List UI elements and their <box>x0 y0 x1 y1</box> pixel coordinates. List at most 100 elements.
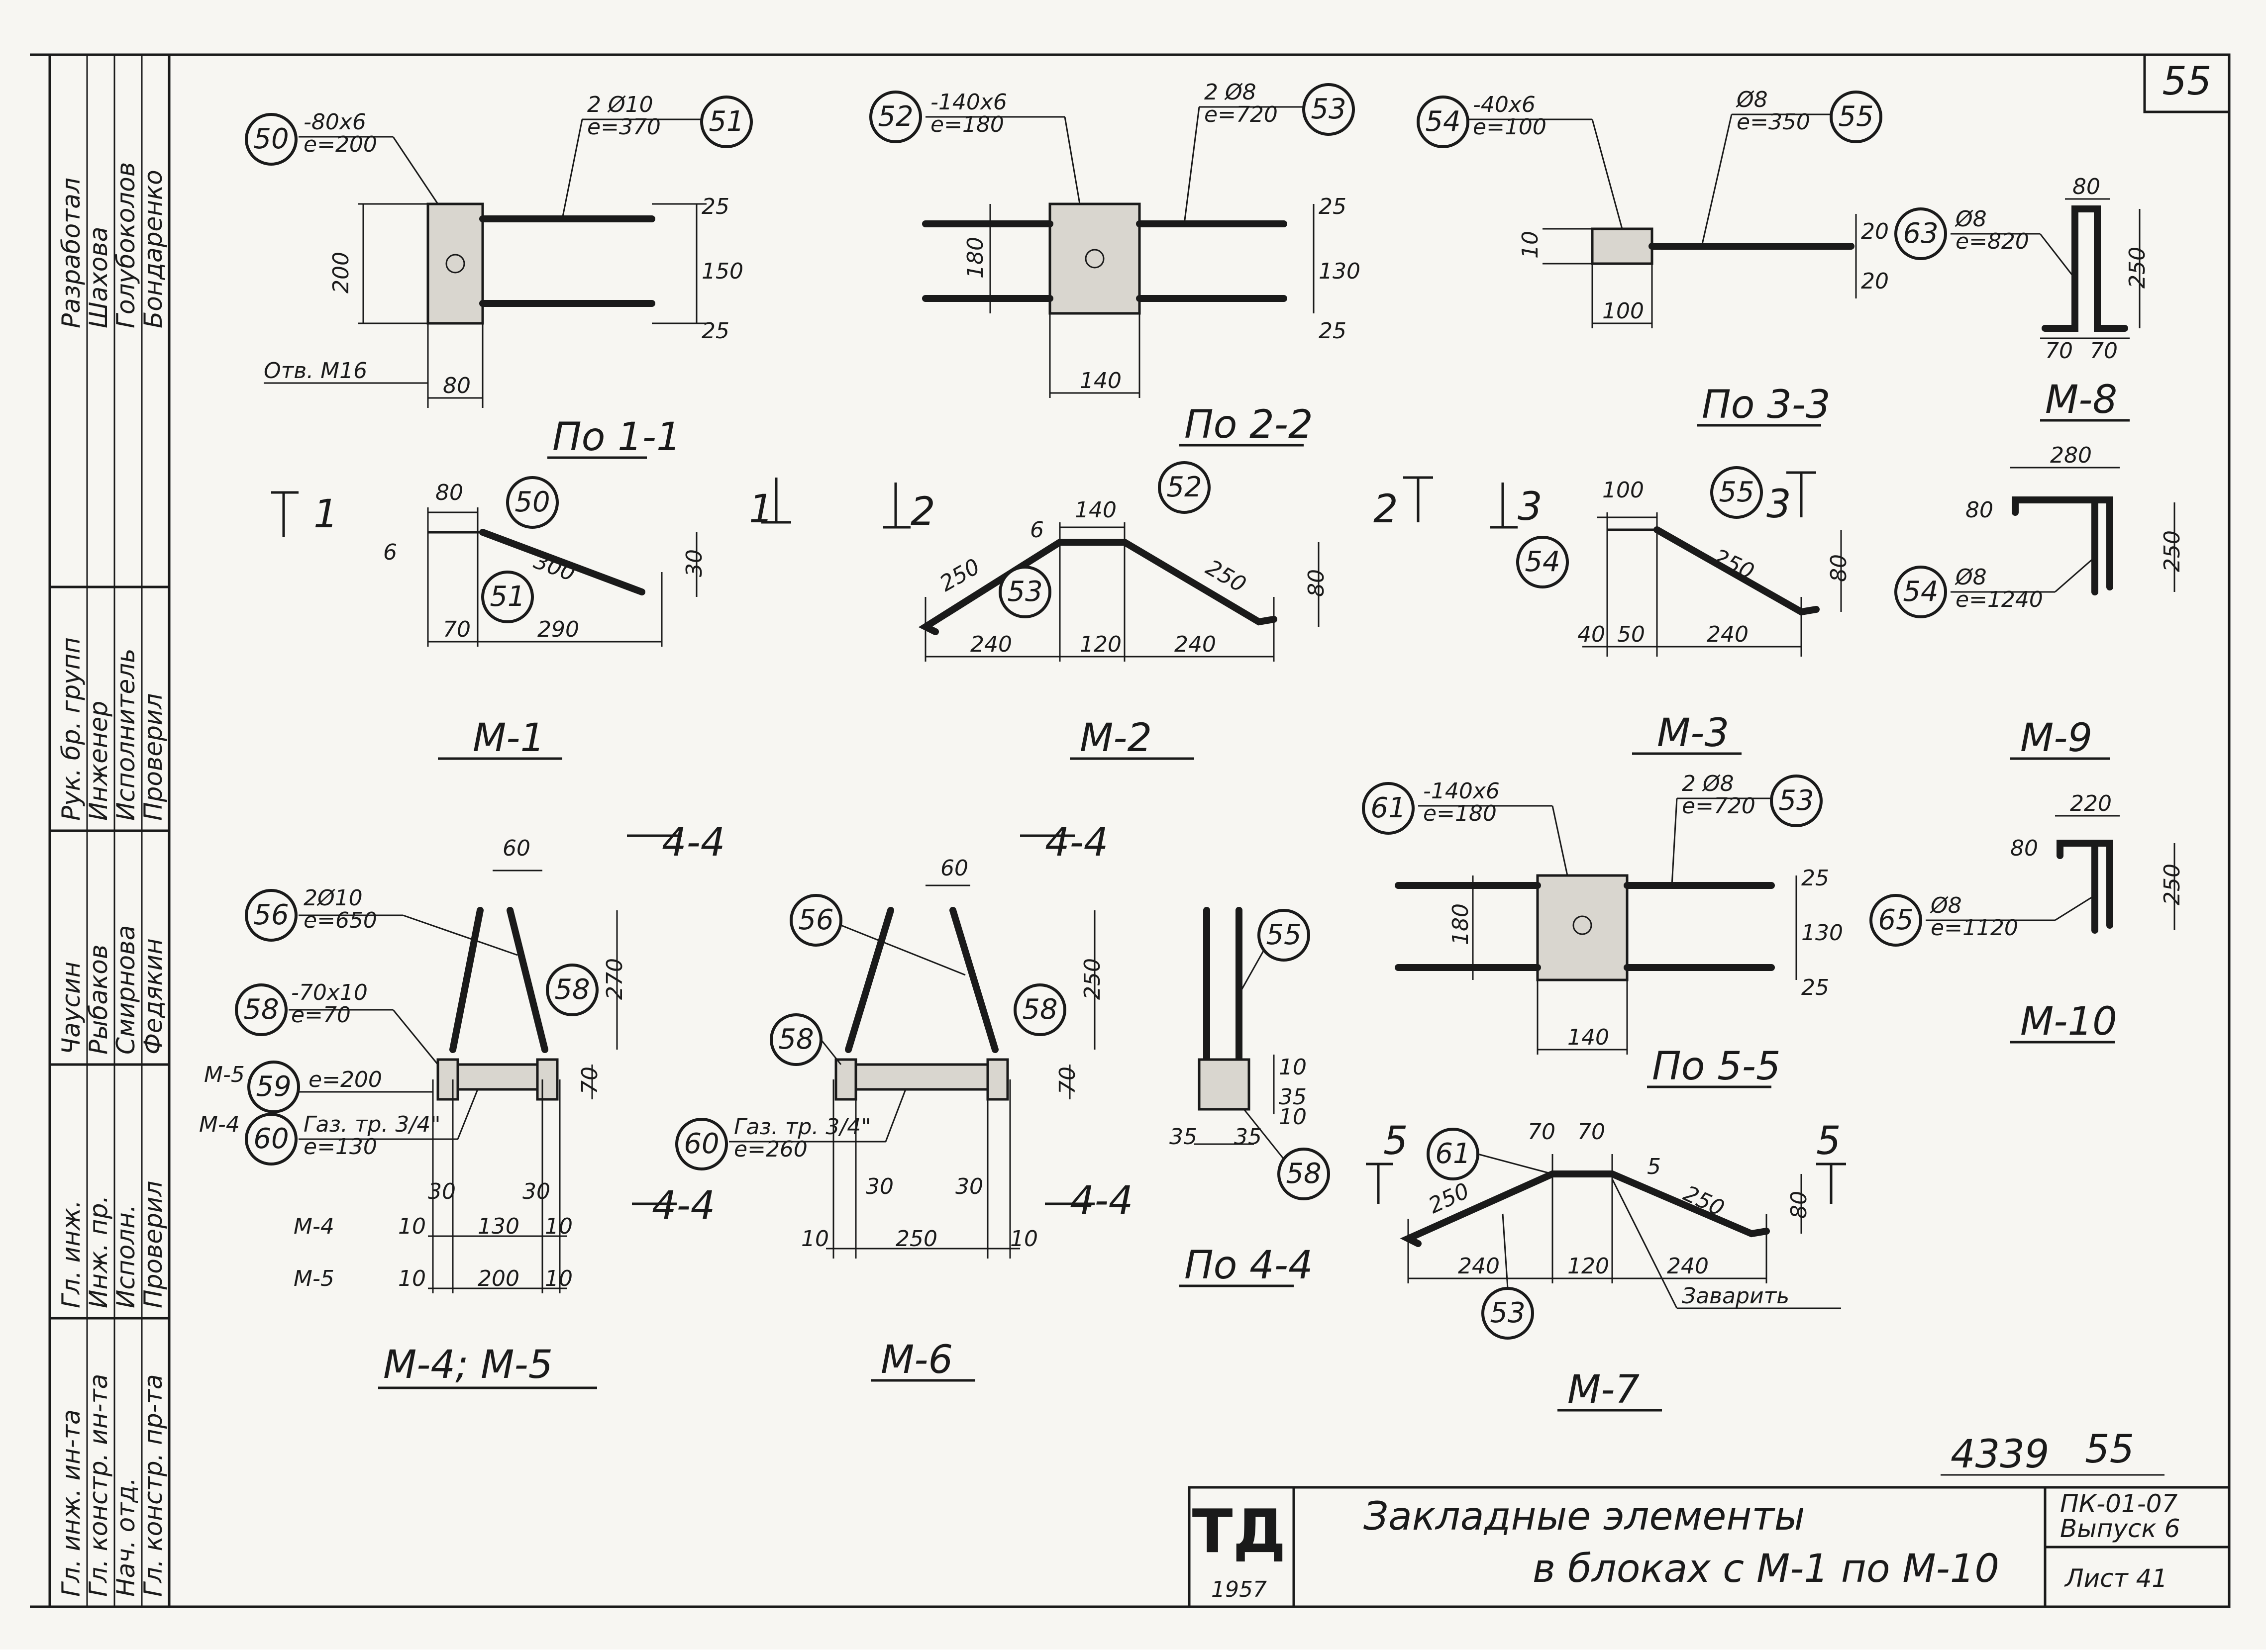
spec: e=180 <box>930 112 1004 137</box>
mark-circle-label: 58 <box>243 993 279 1026</box>
mark-circle-label: 55 <box>1838 100 1873 133</box>
dim: 30 <box>428 1179 456 1204</box>
dim: 250 <box>2160 864 2185 905</box>
dim: 200 <box>478 1266 519 1291</box>
plate-54 <box>1591 227 1653 265</box>
sheet-label: Лист 41 <box>2064 1564 2167 1593</box>
mark-circle-label: 56 <box>798 904 833 936</box>
col-text: Гл. инж. <box>57 1200 86 1308</box>
dim: 25 <box>1319 194 1346 219</box>
bar-51-side <box>479 529 645 595</box>
spec: Ø8 <box>1930 893 1962 918</box>
spec: e=1120 <box>1931 915 2018 941</box>
doc-number: 55 <box>2085 1427 2134 1472</box>
cut-label: 4-4 <box>652 1183 715 1228</box>
spec: 2Ø10 <box>304 885 363 911</box>
hole <box>445 254 465 274</box>
dim: 80 <box>1965 497 1993 523</box>
dim: 80 <box>443 373 471 398</box>
dim: 240 <box>1174 632 1216 657</box>
dim: 30 <box>522 1179 550 1204</box>
cut-label: 3 <box>1518 485 1543 529</box>
col-text: Смирнова <box>111 925 140 1055</box>
dim: 60 <box>940 856 968 881</box>
col-text: Голубоколов <box>111 162 140 328</box>
mark-circle <box>1869 894 1922 947</box>
cut-label: 4-4 <box>1045 820 1108 865</box>
mark-circle <box>675 1118 728 1170</box>
spec: e=1240 <box>1956 587 2043 612</box>
bar-54-m9 <box>2012 496 2113 590</box>
mark-circle-label: 52 <box>1166 471 1202 503</box>
spec: e=820 <box>1956 229 2029 254</box>
spec: e=200 <box>309 1067 382 1092</box>
logo: ТД <box>1192 1497 1286 1566</box>
view-plan-3-3: 10 20 20 100 54 -40x6 e=100 55 Ø8 e=350 … <box>1417 87 1889 427</box>
dim: 240 <box>1667 1254 1709 1279</box>
col-text: Бондаренко <box>139 170 168 328</box>
dim: 250 <box>1080 958 1105 1000</box>
mark-circle <box>869 91 922 143</box>
mark-circle-label: 58 <box>1022 993 1057 1026</box>
dim: М-5 <box>294 1266 334 1291</box>
sheet-number-box <box>2143 53 2231 113</box>
spec: Газ. тр. 3/4" <box>304 1112 440 1137</box>
col-text: Разработал <box>57 178 86 328</box>
cut-label: 5 <box>1816 1119 1841 1164</box>
mark-circle <box>999 566 1051 618</box>
dim: 290 <box>537 617 579 642</box>
dim: 250 <box>1709 544 1758 585</box>
dim: 20 <box>1861 219 1889 244</box>
mark-circle-label: 60 <box>684 1128 719 1160</box>
detail-m9: 280 80 250 54 Ø8 e=1240 М-9 <box>1894 443 2185 761</box>
col-text: Чаусин <box>57 962 86 1055</box>
dim: 20 <box>1861 269 1889 294</box>
mark-circle <box>1830 91 1882 143</box>
mark-circle <box>790 894 842 947</box>
dim: 10 <box>1010 1226 1038 1252</box>
view-section-4-4: 10 35 10 35 35 55 58 По 4-4 <box>1169 907 1330 1288</box>
mark-circle-label: 58 <box>778 1023 814 1056</box>
mark-circle-label: 53 <box>1778 784 1814 817</box>
spec: 2 Ø8 <box>1204 80 1256 105</box>
section-label: По 5-5 <box>1652 1044 1781 1089</box>
spec: -80x6 <box>304 109 366 135</box>
dim: 6 <box>1030 517 1044 543</box>
detail-title: М-1 <box>473 716 545 761</box>
spec: Газ. тр. 3/4" <box>734 1114 871 1140</box>
mark-circle <box>1257 909 1310 962</box>
mark-circle <box>245 113 298 166</box>
col-text: Рук. бр. групп <box>57 637 86 821</box>
mark-circle <box>1277 1148 1330 1200</box>
spec: -140x6 <box>1423 778 1500 804</box>
dim: 240 <box>1458 1254 1500 1279</box>
dim: 220 <box>2070 791 2112 816</box>
dim: 30 <box>682 549 707 577</box>
cut-label: 4-4 <box>662 820 725 865</box>
series: ПК-01-07 <box>2060 1489 2178 1518</box>
col-text: Шахова <box>84 227 113 328</box>
spec: e=200 <box>304 132 377 157</box>
mark-circle-label: 65 <box>1878 904 1913 936</box>
spec: e=370 <box>587 114 661 140</box>
dim: 25 <box>1801 866 1829 891</box>
mark-circle <box>1417 96 1469 148</box>
dim: 10 <box>545 1214 573 1239</box>
title-block: 4339 55 ТД 1957 Закладные элементы в бло… <box>1188 1427 2231 1608</box>
year: 1957 <box>1211 1577 1267 1602</box>
col-text: Гл. инж. ин-та <box>57 1409 86 1597</box>
plate-52 <box>1048 202 1141 315</box>
mark-circle-label: 51 <box>490 581 525 613</box>
cut-label: 3 <box>1766 482 1791 527</box>
bar-56 <box>449 907 484 1053</box>
dim: 140 <box>1567 1025 1609 1050</box>
mark-circle <box>1894 207 1947 260</box>
mark-circle-label: 58 <box>554 973 590 1006</box>
dim: 25 <box>702 318 729 344</box>
spec: М-4 <box>199 1112 240 1137</box>
doc-code: 4339 <box>1951 1432 2050 1477</box>
title-line: в блоках с М-1 по М-10 <box>1533 1547 1999 1591</box>
spec: e=180 <box>1423 801 1497 826</box>
dim: 70 <box>1528 1119 1555 1145</box>
